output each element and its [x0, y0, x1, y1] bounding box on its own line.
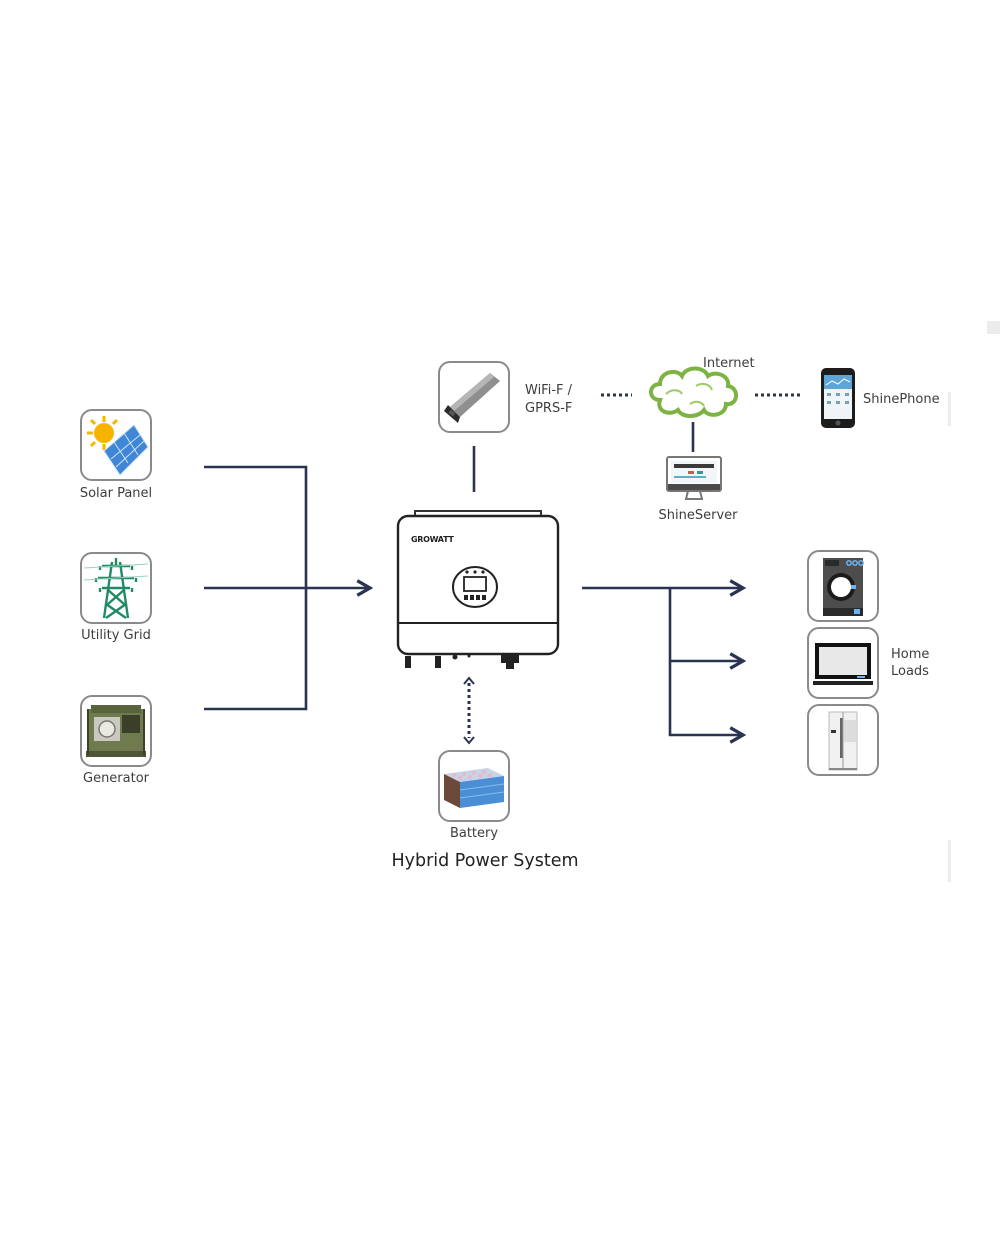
load-tv-tile[interactable] — [807, 627, 879, 699]
battery-label: Battery — [449, 826, 499, 841]
source-grid-tile[interactable] — [80, 552, 152, 624]
cloud-icon[interactable] — [646, 364, 740, 420]
battery-tile[interactable] — [438, 750, 510, 822]
inverter-brand-logo: GROWATT — [411, 535, 454, 544]
wifi-module-label-line2: GPRS-F — [525, 401, 573, 416]
source-generator-tile[interactable] — [80, 695, 152, 767]
battery-icon — [444, 768, 505, 808]
monitor-icon[interactable] — [666, 456, 722, 502]
refrigerator-icon — [828, 711, 858, 771]
diagram-title: Hybrid Power System — [391, 851, 579, 871]
generator-label: Generator — [82, 771, 150, 786]
edge-artifact — [987, 321, 1000, 334]
load-fridge-tile[interactable] — [807, 704, 879, 776]
transmission-tower-icon — [83, 558, 149, 619]
battery-arrow-up — [463, 676, 475, 685]
source-solar-tile[interactable] — [80, 409, 152, 481]
wifi-dongle-icon — [444, 373, 500, 423]
smartphone-icon[interactable] — [820, 367, 856, 429]
shineserver-label: ShineServer — [658, 508, 738, 523]
home-loads-label-line1: Home — [891, 647, 930, 662]
generator-icon — [86, 705, 146, 757]
battery-arrow-down — [463, 736, 475, 745]
wire-to-tv — [668, 588, 747, 744]
edge-artifact-line — [948, 392, 951, 426]
hybrid-inverter-icon[interactable] — [395, 509, 561, 671]
edge-artifact-line — [948, 840, 951, 882]
utility-grid-label: Utility Grid — [81, 628, 151, 643]
shinephone-label: ShinePhone — [863, 392, 940, 407]
home-loads-label-line2: Loads — [891, 664, 929, 679]
washing-machine-icon — [823, 558, 864, 616]
television-icon — [813, 643, 873, 685]
solar-panel-label: Solar Panel — [79, 486, 153, 501]
load-washer-tile[interactable] — [807, 550, 879, 622]
wifi-module-label-line1: WiFi-F / — [525, 383, 573, 398]
solar-panel-icon — [87, 416, 149, 476]
internet-label: Internet — [703, 356, 755, 371]
wifi-module-tile[interactable] — [438, 361, 510, 433]
